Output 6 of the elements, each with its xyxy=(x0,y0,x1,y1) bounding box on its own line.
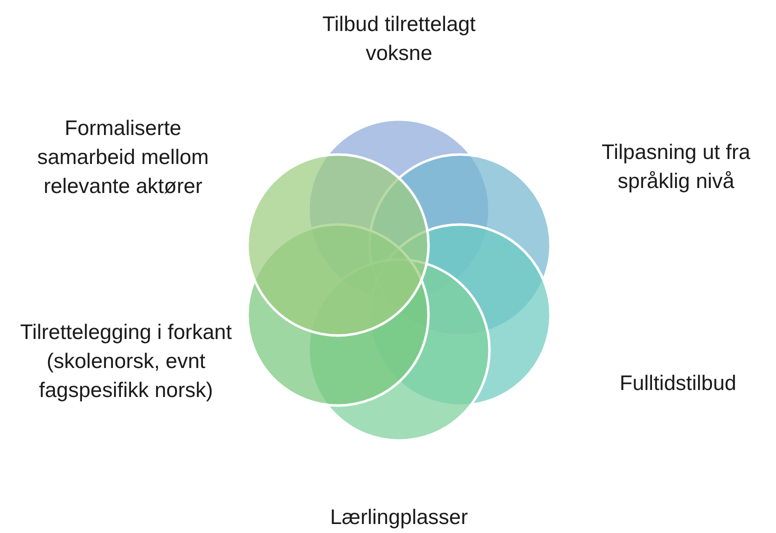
segment-label: Tilbud tilrettelagt voksne xyxy=(321,12,477,67)
segment-label: Tilrettelegging i forkant (skolenorsk, evnt fagspesifikk norsk) xyxy=(19,320,233,404)
segment-label: Formaliserte samarbeid mellom relevante aktører xyxy=(36,116,210,200)
segment-label: Lærlingplasser xyxy=(329,505,469,531)
segment-label: Fulltidstilbud xyxy=(618,371,738,397)
segment-label: Tilpasning ut fra språklig nivå xyxy=(600,140,752,195)
